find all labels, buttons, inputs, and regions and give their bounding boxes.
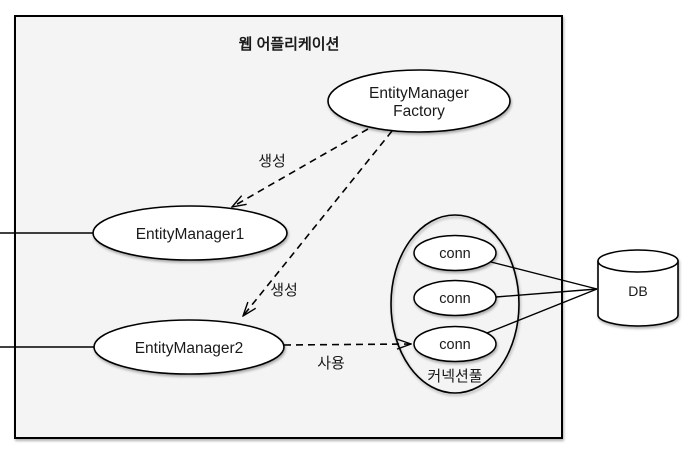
conn3-label: conn — [439, 337, 470, 353]
factory-label-line2: Factory — [393, 103, 445, 120]
container-title: 웹 어플리케이션 — [239, 36, 340, 53]
db-line-conn2 — [495, 288, 598, 298]
entitymanager1-label: EntityManager1 — [136, 226, 245, 243]
entitymanager1-node — [92, 205, 288, 261]
connection-pool-label: 커넥션풀 — [427, 368, 482, 385]
db-cylinder — [597, 249, 679, 327]
db-label: DB — [628, 283, 647, 299]
entitymanager2-label: EntityManager2 — [135, 340, 244, 357]
db-cylinder-body — [597, 261, 679, 327]
create-arrow-em2 — [243, 130, 393, 316]
create-arrow-em1 — [232, 128, 369, 207]
db-cylinder-top — [597, 249, 679, 273]
db-line-conn1 — [490, 261, 598, 290]
conn2-node — [413, 279, 497, 317]
use-arrow — [283, 344, 411, 345]
factory-label-line1: EntityManager — [369, 85, 469, 102]
conn3-node — [413, 325, 497, 363]
connection-pool-node — [390, 214, 520, 394]
db-line-conn3 — [486, 288, 598, 334]
conn1-label: conn — [439, 246, 470, 262]
create-label-em1: 생성 — [258, 153, 286, 170]
entitymanager2-node — [93, 319, 285, 375]
use-label: 사용 — [317, 355, 345, 372]
entitymanagerfactory-node — [327, 69, 511, 133]
conn2-label: conn — [439, 291, 470, 307]
create-label-em2: 생성 — [270, 282, 298, 299]
conn1-node — [413, 234, 497, 272]
